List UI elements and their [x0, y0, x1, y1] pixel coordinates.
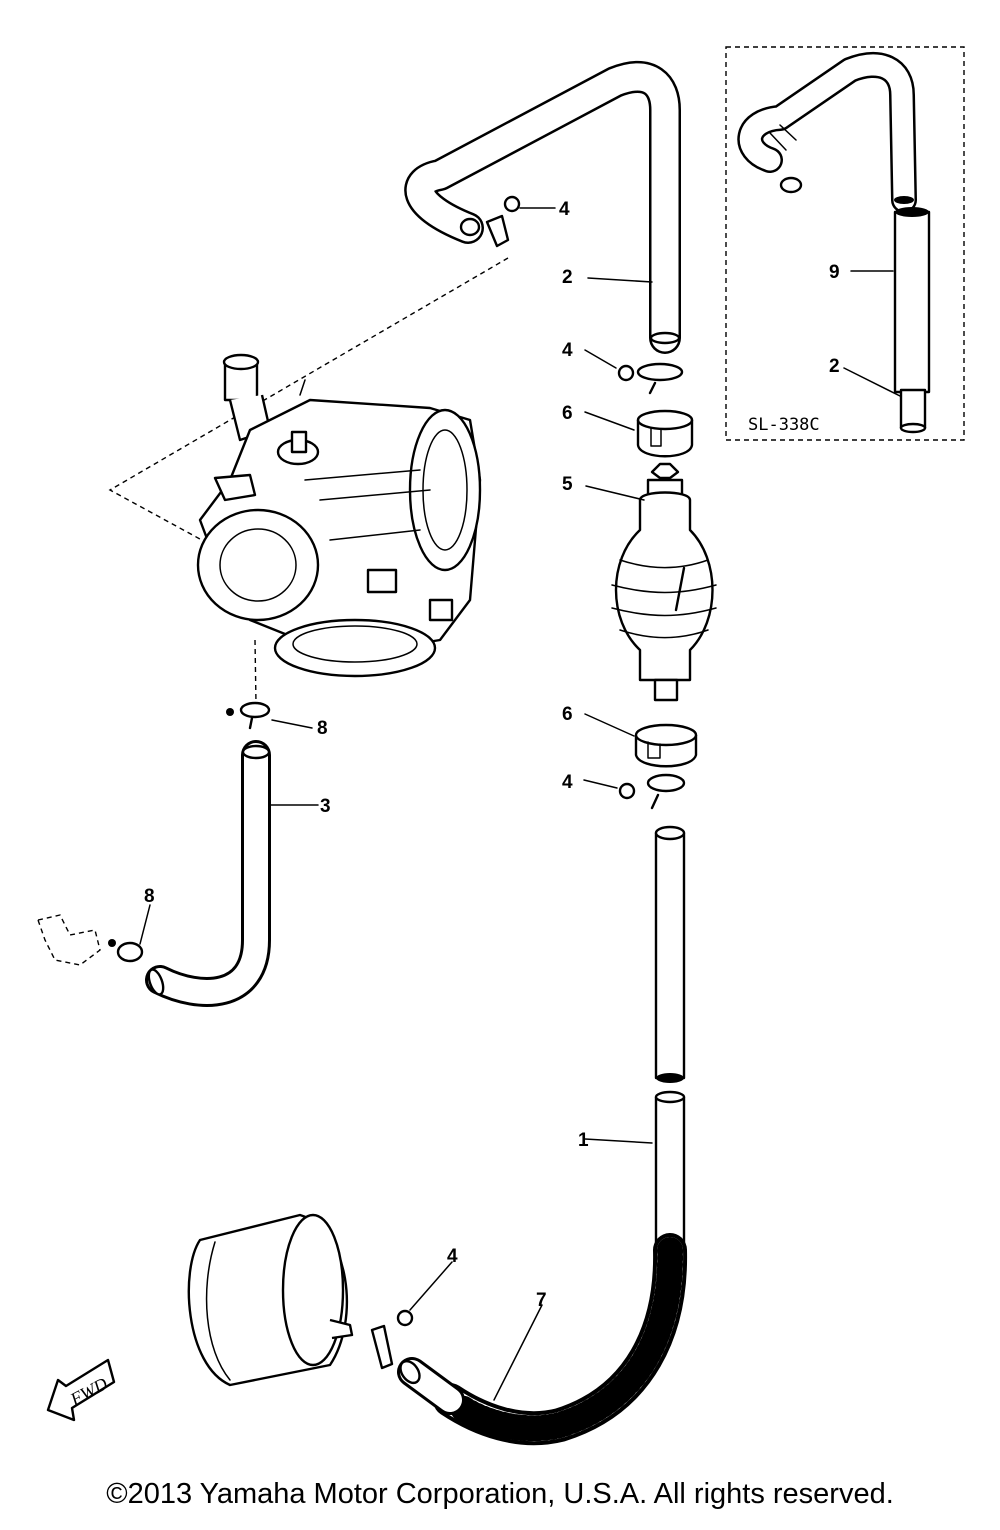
clip-part-4-top [485, 195, 556, 248]
callout-1: 1 [578, 1130, 589, 1151]
primer-bulb-part-5 [585, 462, 717, 702]
hose-part-2 [404, 61, 681, 354]
hose-part-3 [145, 740, 319, 1007]
clip-part-4-bottom [370, 1261, 453, 1370]
callout-2-top: 2 [562, 267, 573, 288]
callout-6-lower: 6 [562, 704, 573, 725]
callout-4-top: 4 [559, 199, 570, 220]
callout-5: 5 [562, 474, 573, 495]
callout-4-lower: 4 [562, 772, 573, 793]
hose-lower-segment [654, 825, 686, 1083]
callout-8-upper: 8 [317, 718, 328, 739]
hose-sleeve-part-9 [893, 210, 931, 394]
fuel-filter [187, 1213, 354, 1387]
corrugated-hose-part-7 [397, 1233, 688, 1446]
callout-3: 3 [320, 796, 331, 817]
clip-part-4-lower [583, 773, 686, 810]
copyright-notice: ©2013 Yamaha Motor Corporation, U.S.A. A… [106, 1478, 894, 1510]
hose-part-1 [584, 1090, 686, 1249]
inset-frame [725, 46, 965, 441]
callout-6-upper: 6 [562, 403, 573, 424]
callout-8-lower: 8 [144, 886, 155, 907]
forward-direction-arrow: FWD [46, 1358, 116, 1422]
callout-2-inset: 2 [829, 356, 840, 377]
clamp-part-8-upper [226, 701, 313, 730]
callout-9: 9 [829, 262, 840, 283]
clamp-part-8-lower [37, 904, 151, 966]
ring-part-6-upper [584, 409, 694, 458]
callout-4-bottom: 4 [447, 1246, 458, 1267]
callout-4-upper: 4 [562, 340, 573, 361]
clip-part-4-upper [584, 349, 684, 395]
carburetor-assembly [196, 353, 482, 678]
ring-part-6-lower [584, 713, 698, 768]
inset-label: SL-338C [748, 415, 820, 435]
callout-7: 7 [536, 1290, 547, 1311]
